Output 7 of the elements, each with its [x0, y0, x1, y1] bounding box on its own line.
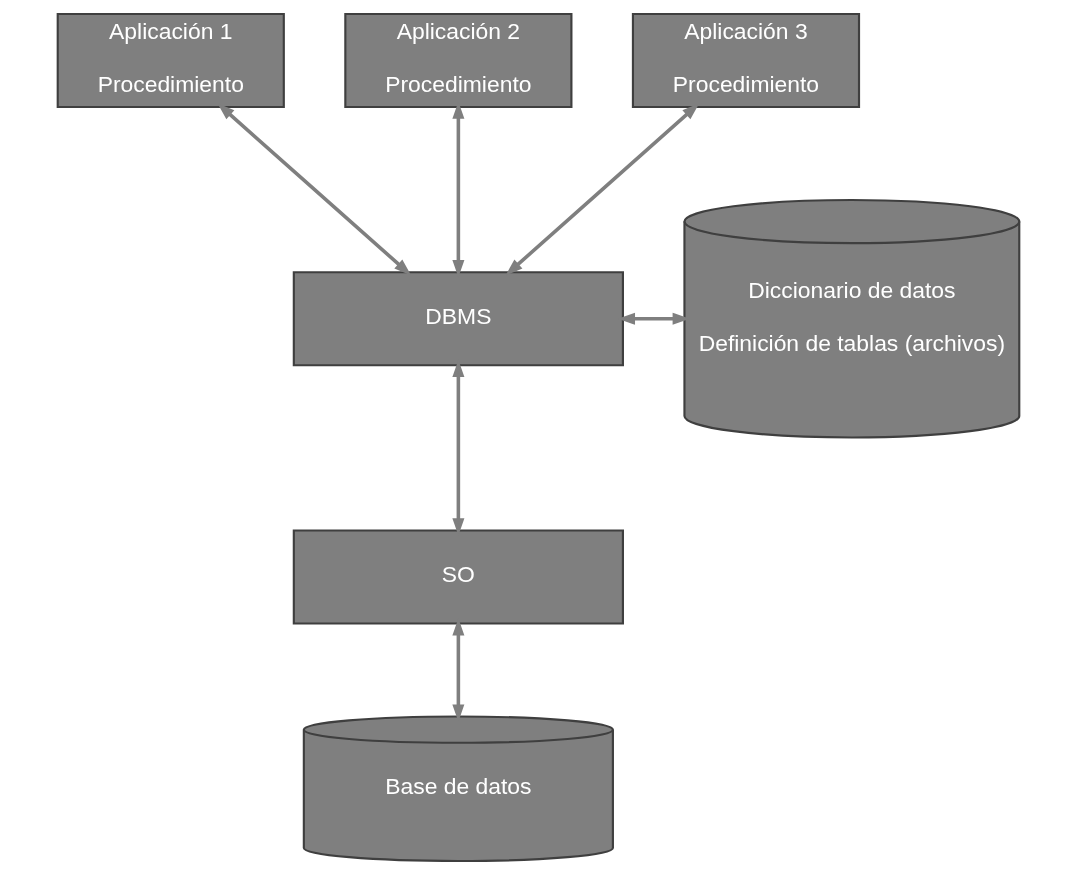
arrow [216, 103, 411, 276]
node-box: Aplicación 3 Procedimiento [631, 12, 860, 109]
node-box: SO [292, 529, 624, 625]
node-box: DBMS [292, 271, 624, 367]
arrow [505, 103, 699, 276]
node-box: Aplicación 1 Procedimiento [56, 12, 285, 109]
node-box: Aplicación 2 Procedimiento [343, 12, 572, 109]
